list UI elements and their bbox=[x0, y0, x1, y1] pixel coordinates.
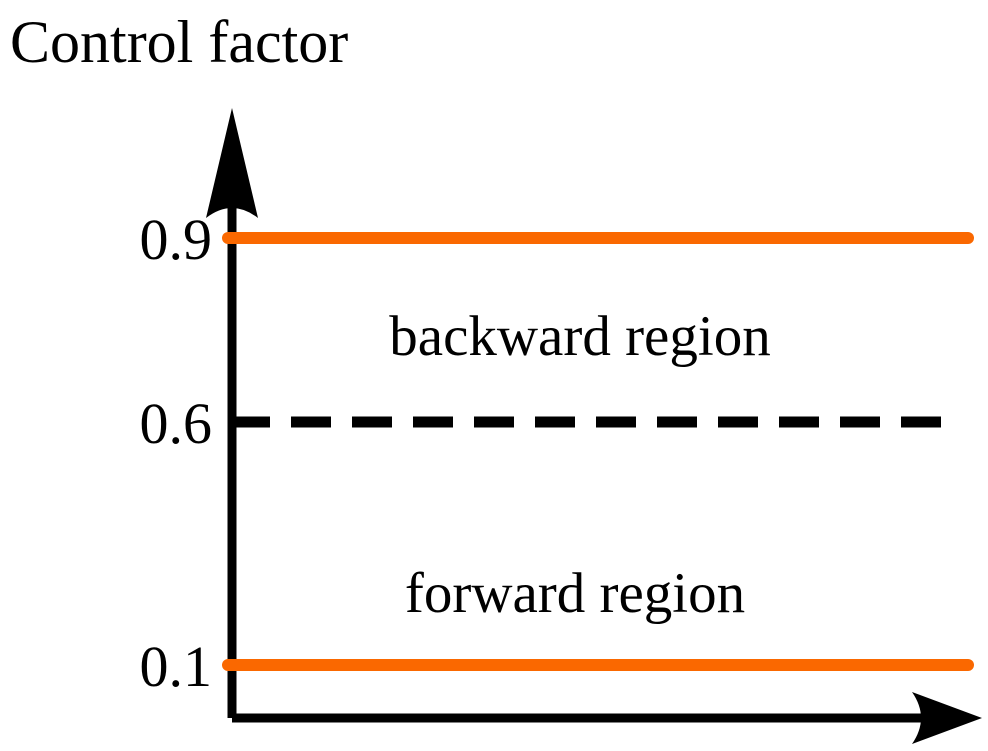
page-title: Control factor bbox=[10, 9, 348, 75]
x-axis-arrow-right-icon bbox=[912, 692, 982, 744]
y-axis-arrow-up-icon bbox=[206, 108, 258, 218]
region-label-backward: backward region bbox=[389, 305, 770, 368]
y-tick-label-0-6: 0.6 bbox=[140, 391, 213, 456]
region-label-forward: forward region bbox=[405, 562, 745, 625]
y-tick-label-0-9: 0.9 bbox=[140, 207, 213, 272]
y-tick-label-0-1: 0.1 bbox=[140, 634, 213, 699]
